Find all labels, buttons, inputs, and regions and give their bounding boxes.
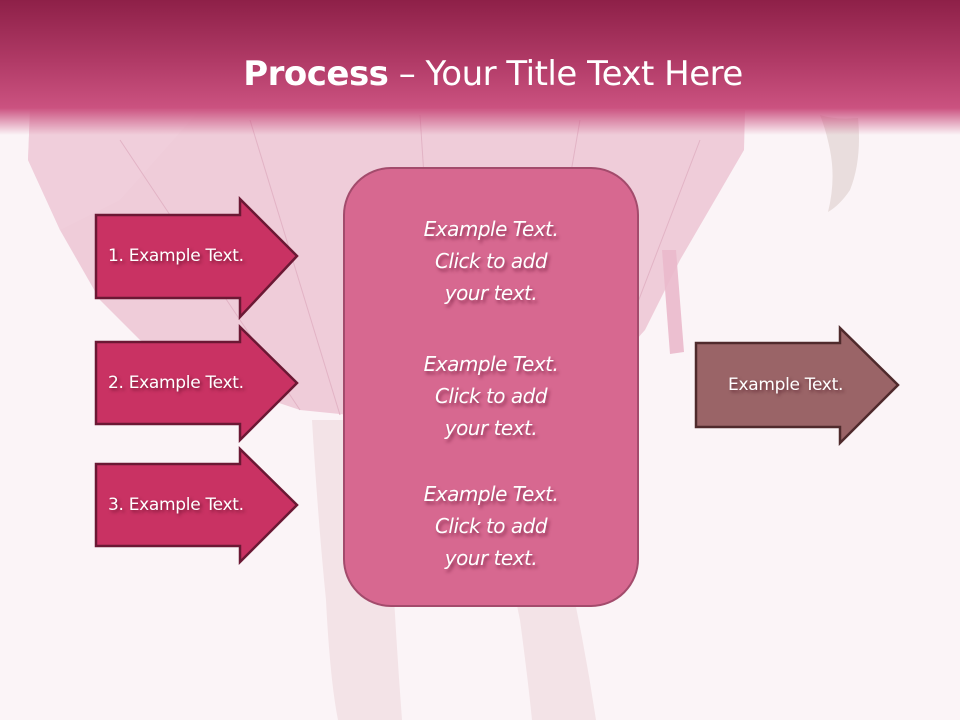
process-step-arrow-1[interactable]: 1. Example Text. (94, 195, 299, 321)
center-line: Example Text. (423, 482, 559, 506)
center-line: Click to add (434, 514, 548, 538)
step-label: 1. Example Text. (108, 246, 244, 266)
center-line: your text. (444, 281, 538, 305)
title-band (0, 0, 960, 135)
process-step-arrow-3[interactable]: 3. Example Text. (94, 446, 299, 566)
right-arrow-shape-icon (694, 325, 900, 447)
output-arrow[interactable]: Example Text. (694, 325, 900, 447)
center-line: your text. (444, 416, 538, 440)
center-text-block-2[interactable]: Example Text. Click to add your text. (345, 348, 637, 444)
right-arrow-shape-icon (94, 324, 299, 444)
title-rest-text: – Your Title Text Here (388, 54, 744, 94)
right-arrow-shape-icon (94, 195, 299, 321)
center-line: your text. (444, 546, 538, 570)
step-label: 2. Example Text. (108, 373, 244, 393)
output-label: Example Text. (728, 375, 844, 395)
umbrella-strap (662, 250, 684, 354)
right-arrow-shape-icon (94, 446, 299, 566)
title-bold-text: Process (243, 54, 389, 94)
hair-strand (820, 115, 859, 212)
center-line: Example Text. (423, 217, 559, 241)
center-line: Click to add (434, 249, 548, 273)
slide-title[interactable]: Process – Your Title Text Here (0, 52, 960, 96)
center-content-box[interactable]: Example Text. Click to add your text. Ex… (343, 167, 639, 607)
center-line: Example Text. (423, 352, 559, 376)
center-line: Click to add (434, 384, 548, 408)
process-step-arrow-2[interactable]: 2. Example Text. (94, 324, 299, 444)
step-label: 3. Example Text. (108, 495, 244, 515)
center-text-block-3[interactable]: Example Text. Click to add your text. (345, 478, 637, 574)
center-text-block-1[interactable]: Example Text. Click to add your text. (345, 213, 637, 309)
